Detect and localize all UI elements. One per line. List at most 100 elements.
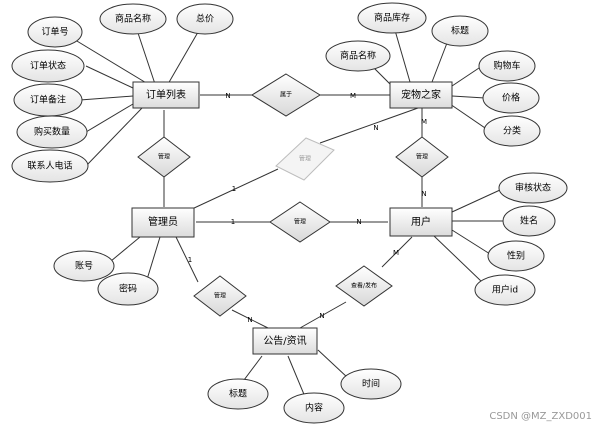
svg-text:订单列表: 订单列表 — [146, 88, 186, 101]
svg-text:账号: 账号 — [75, 261, 93, 272]
connector-notice-time — [317, 349, 349, 379]
svg-text:商品名称: 商品名称 — [340, 50, 376, 62]
svg-text:管理: 管理 — [299, 155, 311, 163]
svg-text:管理: 管理 — [294, 218, 306, 226]
svg-text:属于: 属于 — [280, 92, 292, 99]
connector-user-view — [381, 236, 413, 268]
attr-pet-product-name: 商品名称 — [325, 40, 391, 72]
svg-text:标题: 标题 — [229, 388, 247, 400]
svg-text:商品库存: 商品库存 — [374, 12, 410, 24]
svg-text:公告/资讯: 公告/资讯 — [263, 334, 306, 347]
attr-order-phone: 联系人电话 — [11, 149, 89, 183]
attr-order-product-name: 商品名称 — [99, 3, 167, 35]
card-admin-line: 1 — [232, 185, 236, 193]
svg-text:用户id: 用户id — [492, 284, 518, 296]
card-pet-user-top: M — [421, 118, 427, 126]
card-pet-admin-line: N — [373, 124, 378, 132]
svg-text:性别: 性别 — [507, 250, 525, 262]
attr-pet-category: 分类 — [483, 115, 541, 147]
svg-text:订单备注: 订单备注 — [30, 94, 66, 106]
connector-order-note — [79, 95, 134, 101]
connector-admin-manage-notice — [175, 236, 199, 283]
svg-text:价格: 价格 — [502, 92, 520, 104]
entity-user: 用户 — [389, 207, 453, 237]
entity-notice: 公告/资讯 — [252, 327, 318, 355]
relationship-manage-pet: 管理 — [275, 137, 335, 181]
svg-text:管理: 管理 — [158, 153, 170, 161]
attr-user-gender: 性别 — [487, 240, 545, 272]
entity-admin: 管理员 — [131, 207, 195, 238]
svg-text:购买数量: 购买数量 — [34, 126, 70, 138]
svg-text:姓名: 姓名 — [520, 215, 538, 227]
entity-order-list: 订单列表 — [132, 81, 200, 109]
svg-text:用户: 用户 — [411, 215, 431, 228]
connector-user-gender — [451, 229, 491, 255]
connector-admin-manage-pet — [191, 168, 279, 210]
attr-admin-account: 账号 — [53, 250, 115, 282]
svg-text:标题: 标题 — [451, 25, 469, 37]
svg-text:订单号: 订单号 — [41, 26, 68, 38]
svg-text:管理员: 管理员 — [148, 215, 178, 228]
watermark: CSDN @MZ_ZXD001 — [489, 411, 592, 422]
attr-admin-password: 密码 — [97, 272, 159, 306]
attr-notice-title: 标题 — [207, 378, 269, 410]
attr-order-status: 订单状态 — [11, 49, 85, 83]
attr-notice-content: 内容 — [283, 392, 345, 424]
card-admin-notice: 1 — [188, 256, 192, 264]
attr-pet-title: 标题 — [431, 15, 489, 47]
card-pet-user-bottom: N — [421, 190, 426, 198]
card-admin-user-left: 1 — [231, 218, 235, 226]
svg-text:订单状态: 订单状态 — [30, 60, 66, 72]
svg-text:分类: 分类 — [503, 125, 521, 137]
attr-user-id: 用户id — [474, 274, 536, 306]
attr-notice-time: 时间 — [340, 368, 402, 400]
card-belongs-pet: M — [350, 92, 356, 100]
connector-user-id — [433, 235, 483, 283]
card-notice-manage: N — [247, 316, 252, 324]
relationship-manage-user: 管理 — [269, 201, 331, 243]
svg-text:审核状态: 审核状态 — [515, 182, 551, 194]
relationship-manage-order: 管理 — [137, 136, 191, 178]
attr-pet-price: 价格 — [482, 82, 540, 114]
connector-pet-cart — [451, 65, 483, 87]
connector-order-phone — [85, 107, 143, 167]
attr-order-no: 订单号 — [27, 16, 83, 48]
attr-order-total: 总价 — [176, 3, 234, 35]
attr-order-note: 订单备注 — [13, 83, 83, 117]
svg-text:管理: 管理 — [214, 292, 226, 300]
connectors — [61, 17, 503, 405]
attr-order-qty: 购买数量 — [16, 115, 88, 149]
attr-user-name: 姓名 — [502, 205, 556, 237]
connector-pet-price — [451, 95, 486, 99]
relationship-manage-notice: 管理 — [193, 275, 247, 317]
connector-order-status — [85, 65, 134, 89]
relationship-belongs: 属于 — [251, 73, 321, 117]
connector-order-qty — [85, 103, 134, 133]
relationship-view-publish: 查看/发布 — [335, 265, 393, 307]
connector-pet-category — [449, 103, 489, 131]
svg-text:查看/发布: 查看/发布 — [351, 282, 377, 290]
svg-text:时间: 时间 — [362, 378, 380, 390]
cardinality-labels: N M N 1 M N 1 N 1 N M N — [188, 92, 427, 324]
svg-text:联系人电话: 联系人电话 — [27, 160, 72, 172]
connector-manage-notice — [231, 309, 269, 329]
card-user-view: M — [393, 249, 399, 257]
attr-pet-stock: 商品库存 — [357, 2, 427, 34]
connector-view-notice — [299, 301, 347, 329]
svg-text:密码: 密码 — [119, 283, 137, 295]
card-admin-user-right: N — [356, 218, 361, 226]
attr-pet-cart: 购物车 — [478, 50, 536, 82]
entity-pet-home: 宠物之家 — [389, 81, 453, 109]
svg-text:商品名称: 商品名称 — [115, 13, 151, 25]
svg-text:内容: 内容 — [305, 402, 323, 414]
card-order-belongs: N — [225, 92, 230, 100]
svg-text:购物车: 购物车 — [493, 60, 520, 72]
svg-text:宠物之家: 宠物之家 — [401, 88, 441, 101]
connector-manage-pet-pet — [319, 107, 419, 144]
relationship-manage-user-pet: 管理 — [395, 136, 449, 178]
svg-text:管理: 管理 — [416, 153, 428, 161]
connector-user-review — [451, 189, 501, 213]
card-view-notice: N — [319, 312, 324, 320]
